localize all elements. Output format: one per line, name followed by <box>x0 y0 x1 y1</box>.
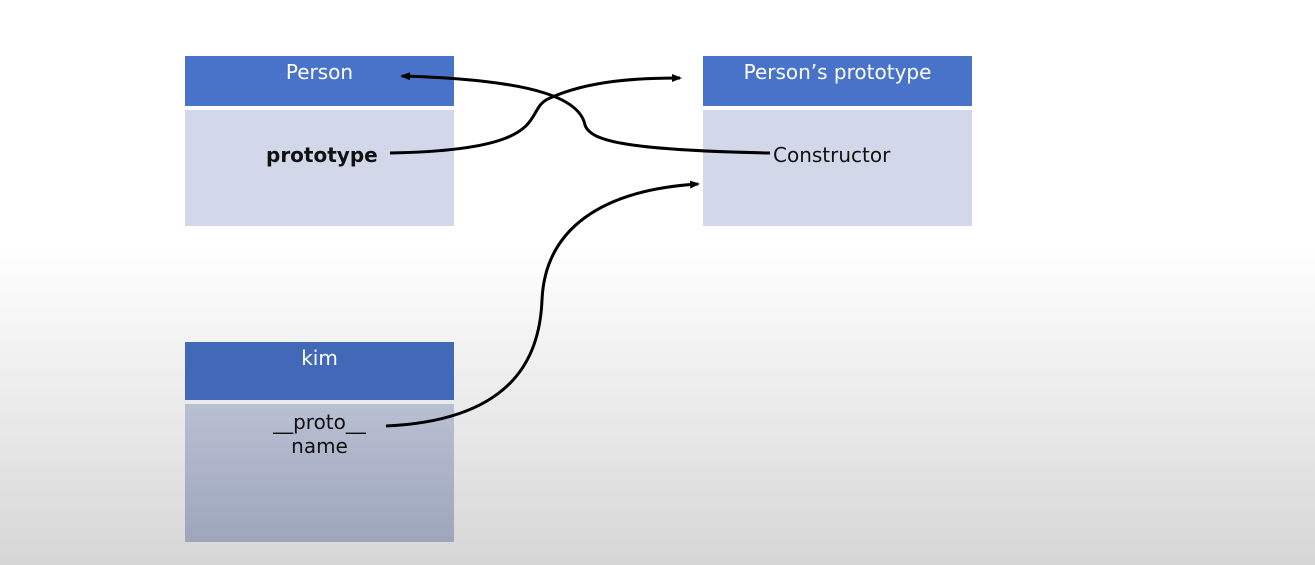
kim-box-title: kim <box>185 342 454 400</box>
person-prototype-field: prototype <box>266 143 378 167</box>
person-prototype-box: Person’s prototype Constructor <box>703 56 972 226</box>
constructor-field: Constructor <box>773 143 891 167</box>
person-box-body: prototype <box>185 110 454 226</box>
person-prototype-box-title: Person’s prototype <box>703 56 972 106</box>
kim-box-body: __proto__ name <box>185 404 454 542</box>
person-box-title: Person <box>185 56 454 106</box>
kim-fields: __proto__ name <box>185 410 454 458</box>
kim-name-field: name <box>291 434 348 458</box>
kim-box: kim __proto__ name <box>185 342 454 542</box>
person-box: Person prototype <box>185 56 454 226</box>
person-prototype-box-body: Constructor <box>703 110 972 226</box>
kim-proto-field: __proto__ <box>273 410 366 434</box>
